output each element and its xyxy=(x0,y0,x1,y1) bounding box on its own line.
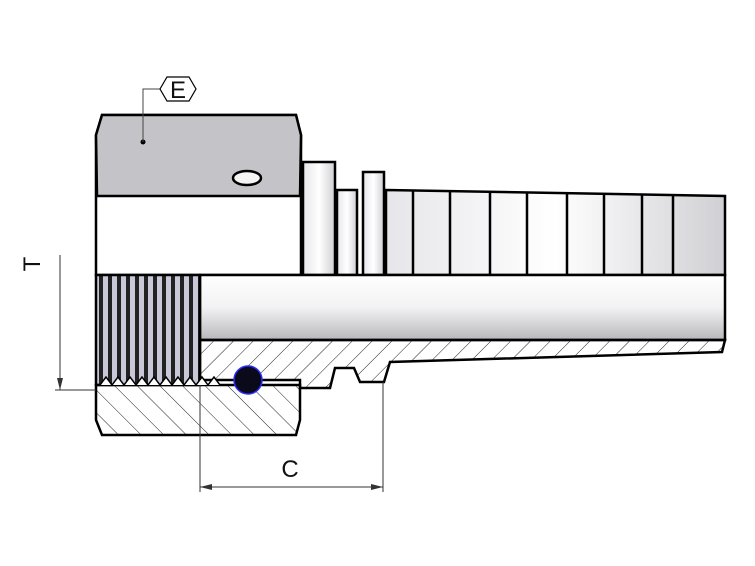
arrowhead-icon xyxy=(371,484,383,490)
collar-groove xyxy=(335,188,359,277)
collar xyxy=(301,160,337,277)
hex-flat-face xyxy=(94,113,303,198)
arrowhead-icon xyxy=(200,484,212,490)
thread-dimension: T xyxy=(19,255,96,391)
hose-tail xyxy=(301,160,727,277)
hex-label-frame xyxy=(159,76,197,102)
length-dimension: C xyxy=(199,382,384,492)
hex-nut xyxy=(94,113,303,277)
barb-ridges xyxy=(411,190,675,275)
hex-hole xyxy=(231,169,263,187)
section-view xyxy=(94,273,727,437)
collar xyxy=(361,170,386,277)
thread xyxy=(94,273,202,387)
o-ring xyxy=(233,365,263,395)
callout-leader xyxy=(142,88,160,142)
hex-callout: E xyxy=(142,76,197,142)
bore xyxy=(198,273,727,342)
body-section xyxy=(198,338,727,390)
thread-teeth xyxy=(99,375,221,387)
thread-label: T xyxy=(19,256,46,271)
hex-label: E xyxy=(170,77,186,104)
length-label: C xyxy=(281,456,298,483)
arrowhead-icon xyxy=(57,378,63,390)
nut-section xyxy=(94,383,302,437)
